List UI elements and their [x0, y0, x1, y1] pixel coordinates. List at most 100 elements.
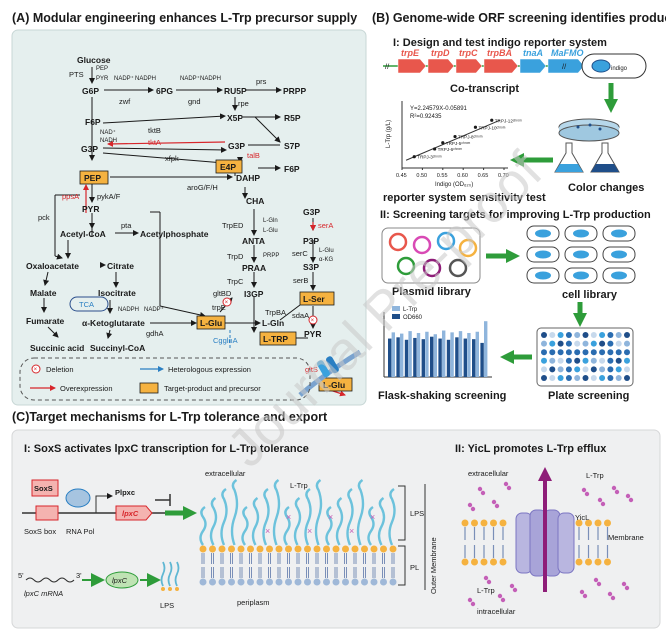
legend-deletion-icon — [31, 364, 41, 374]
bar-ltrp — [475, 331, 479, 377]
plate-well — [615, 357, 622, 364]
pl-head-bottom — [285, 578, 292, 586]
scatter-point-label: TRPJ-10ᶜʰʳᵒᵐ — [478, 125, 505, 130]
plate-well — [590, 332, 597, 338]
lps-chain — [220, 488, 228, 546]
pl-head-top — [256, 545, 264, 553]
metabolite-pyr-ser: PYR — [304, 329, 321, 339]
membrane-head-top — [575, 519, 583, 527]
cell-2-plasmid — [573, 229, 589, 238]
plate-well — [599, 375, 606, 381]
trp-molecule — [614, 489, 620, 495]
target-box-lser — [299, 291, 335, 306]
small-lps-head — [161, 587, 165, 591]
metabolite-l-glu-export: L-Glu — [323, 380, 345, 390]
dish-colony-1 — [576, 125, 580, 129]
plasmid-4 — [458, 238, 478, 258]
metabolite-isocitrate: Isocitrate — [98, 288, 136, 298]
plate-well — [541, 357, 547, 364]
dish-base — [558, 124, 620, 142]
trp-molecule — [500, 597, 506, 603]
plate-well — [615, 340, 622, 347]
plate-well — [607, 375, 614, 381]
panel-c-background — [11, 429, 661, 629]
pl-head-bottom — [228, 578, 235, 586]
cell-8-plasmid — [573, 271, 589, 280]
lpxc-protein — [105, 571, 139, 589]
pl-head-top — [275, 545, 283, 553]
plate-well — [574, 375, 581, 381]
cofactor-nadp-3: NADP⁺ — [144, 306, 164, 313]
yicl-membrane-bilayer — [461, 519, 611, 566]
bar-ltrp — [458, 331, 463, 377]
enzyme-sera: serA — [318, 221, 333, 230]
bar-od660 — [421, 339, 425, 377]
trp-molecule — [581, 487, 587, 493]
pl-head-bottom — [275, 578, 283, 586]
plate-well — [590, 375, 597, 381]
pl-head-bottom — [313, 578, 321, 586]
pathway-legend: × Deletion Heterologous expression Overe… — [19, 357, 311, 401]
membrane-head-bottom — [604, 558, 611, 566]
membrane-head-top — [461, 519, 469, 527]
trp-molecule — [494, 503, 500, 509]
plate-well — [624, 332, 630, 338]
plate-well — [599, 366, 606, 373]
small-lps-icon — [160, 561, 180, 591]
mrna-strand — [25, 577, 75, 583]
reporter-test-label: reporter system sensitivity test — [383, 192, 546, 204]
deletion-marks: × × — [222, 297, 318, 325]
gene-arrow-trpD — [427, 58, 455, 74]
target-box-ltrp — [259, 331, 297, 346]
legend-deletion: Deletion — [46, 365, 74, 374]
metabolite-acetyl-coa: Acetyl-CoA — [60, 229, 106, 239]
trp-molecule — [625, 493, 631, 499]
enzyme-zwf: zwf — [119, 97, 131, 106]
membrane-arc — [298, 349, 362, 397]
membrane-head-bottom — [575, 558, 583, 566]
lpxc-translation: 5' 3' lpxC mRNA lpxC LPS — [18, 561, 180, 610]
metabolite-dahp: DAHP — [236, 173, 260, 183]
gene-label-trpC: trpC — [459, 48, 478, 58]
plate-well — [565, 332, 572, 338]
plate-well — [565, 375, 572, 381]
cofactor-nadh: NADH — [100, 138, 117, 144]
plasmid-library-label: Plasmid library — [392, 286, 472, 298]
pl-head-bottom — [294, 578, 302, 586]
membrane-head-bottom — [490, 558, 497, 566]
lps-chain — [293, 497, 302, 546]
extracellular-label: extracellular — [205, 469, 246, 478]
ltrp-cross-mark: × — [307, 526, 312, 536]
metabolite-labels: Glucose G6P 6PG RU5P PRPP F6P X5P R5P G3… — [26, 55, 353, 392]
panel-c-step-1: I: SoxS activates lpxC transcription for… — [24, 443, 309, 455]
small-lps-head — [175, 587, 179, 591]
deletion-icon-gltbd — [222, 297, 232, 307]
pl-head-top — [294, 545, 302, 553]
pl-head-bottom — [237, 578, 245, 586]
flask-screening-label: Flask-shaking screening — [378, 390, 506, 402]
trp-molecule — [483, 575, 489, 581]
membrane-head-top — [480, 519, 488, 527]
cofactor-nadp-2: NADP⁺ — [180, 75, 200, 82]
yicl-efflux: extracellular L-Trp YicL Membrane L-Trp … — [461, 467, 644, 616]
cell-9-plasmid — [611, 271, 627, 280]
gene-arrow-trpBA — [483, 58, 519, 74]
plate-well — [624, 366, 630, 373]
bar-od660 — [430, 336, 434, 377]
membrane-head-bottom — [461, 558, 469, 566]
pl-head-top — [332, 545, 340, 553]
lps-chain — [230, 479, 239, 546]
ltrp-label-c2: L-Trp — [586, 471, 604, 480]
panel-c-step-2: II: YicL promotes L-Trp efflux — [455, 443, 607, 455]
plpxc-label: Plpxc — [115, 488, 135, 497]
enzyme-serc: serC — [292, 249, 308, 258]
pl-head-top — [342, 545, 349, 553]
plate-well — [607, 349, 614, 356]
ltrp-cross-mark: × — [265, 526, 270, 536]
plate-well — [599, 340, 606, 347]
pl-head-top — [323, 545, 330, 553]
bar-legend-od660: OD660 — [403, 315, 423, 321]
plate-well — [557, 357, 564, 364]
plate-well — [615, 349, 622, 356]
